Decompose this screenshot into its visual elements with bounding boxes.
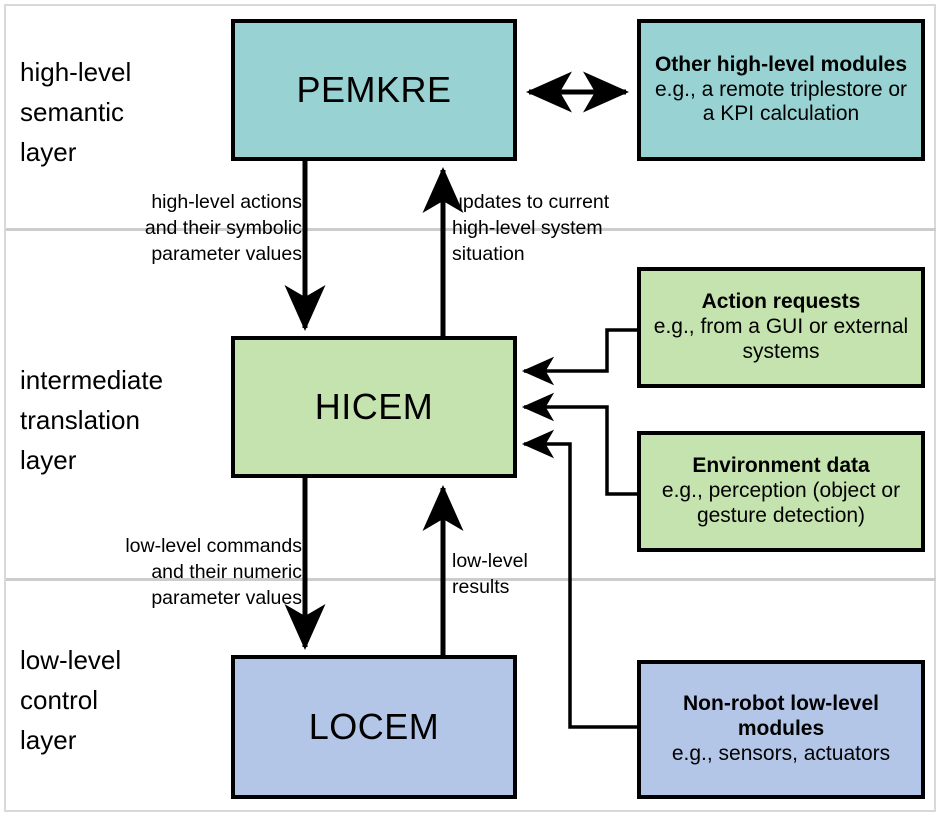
module-hicem[interactable]: HICEM bbox=[231, 336, 517, 478]
sidebox-action-requests-desc: e.g., from a GUI or external systems bbox=[653, 315, 909, 363]
sidebox-action-requests[interactable]: Action requests e.g., from a GUI or exte… bbox=[637, 267, 925, 388]
layer-divider-high-intermediate bbox=[6, 228, 936, 231]
sidebox-other-high-level-modules[interactable]: Other high-level modules e.g., a remote … bbox=[637, 19, 925, 161]
sidebox-non-robot-low-level-modules[interactable]: Non-robot low-level modules e.g., sensor… bbox=[637, 660, 925, 799]
edge-label-hicem-to-locem: low-level commands and their numeric par… bbox=[125, 535, 302, 609]
sidebox-environment-data[interactable]: Environment data e.g., perception (objec… bbox=[637, 431, 925, 552]
module-pemkre[interactable]: PEMKRE bbox=[231, 19, 517, 161]
module-hicem-label: HICEM bbox=[314, 386, 434, 427]
layer-label-intermediate-translation: intermediate translation layer bbox=[20, 365, 164, 475]
edge-label-pemkre-to-hicem: high-level actions and their symbolic pa… bbox=[144, 191, 302, 265]
sidebox-non-robot-low-level-modules-desc: e.g., sensors, actuators bbox=[671, 741, 891, 765]
sidebox-other-high-level-modules-desc: e.g., a remote triplestore or a KPI calc… bbox=[654, 77, 908, 126]
layer-divider-intermediate-low bbox=[6, 578, 936, 581]
layer-label-low-level-control: low-level control layer bbox=[20, 645, 122, 755]
sidebox-non-robot-low-level-modules-title: Non-robot low-level modules bbox=[683, 692, 879, 741]
module-pemkre-label: PEMKRE bbox=[296, 69, 452, 110]
sidebox-environment-data-desc: e.g., perception (object or gesture dete… bbox=[661, 479, 901, 527]
module-locem[interactable]: LOCEM bbox=[231, 655, 517, 799]
layer-label-high-level-semantic: high-level semantic layer bbox=[20, 57, 132, 167]
sidebox-other-high-level-modules-title: Other high-level modules bbox=[654, 52, 908, 76]
module-locem-label: LOCEM bbox=[308, 706, 440, 747]
sidebox-action-requests-title: Action requests bbox=[701, 290, 861, 314]
sidebox-environment-data-title: Environment data bbox=[692, 454, 870, 478]
edge-label-locem-to-hicem: low-level results bbox=[452, 550, 528, 598]
edge-label-hicem-to-pemkre: updates to current high-level system sit… bbox=[452, 191, 610, 265]
outer-frame bbox=[4, 4, 936, 812]
